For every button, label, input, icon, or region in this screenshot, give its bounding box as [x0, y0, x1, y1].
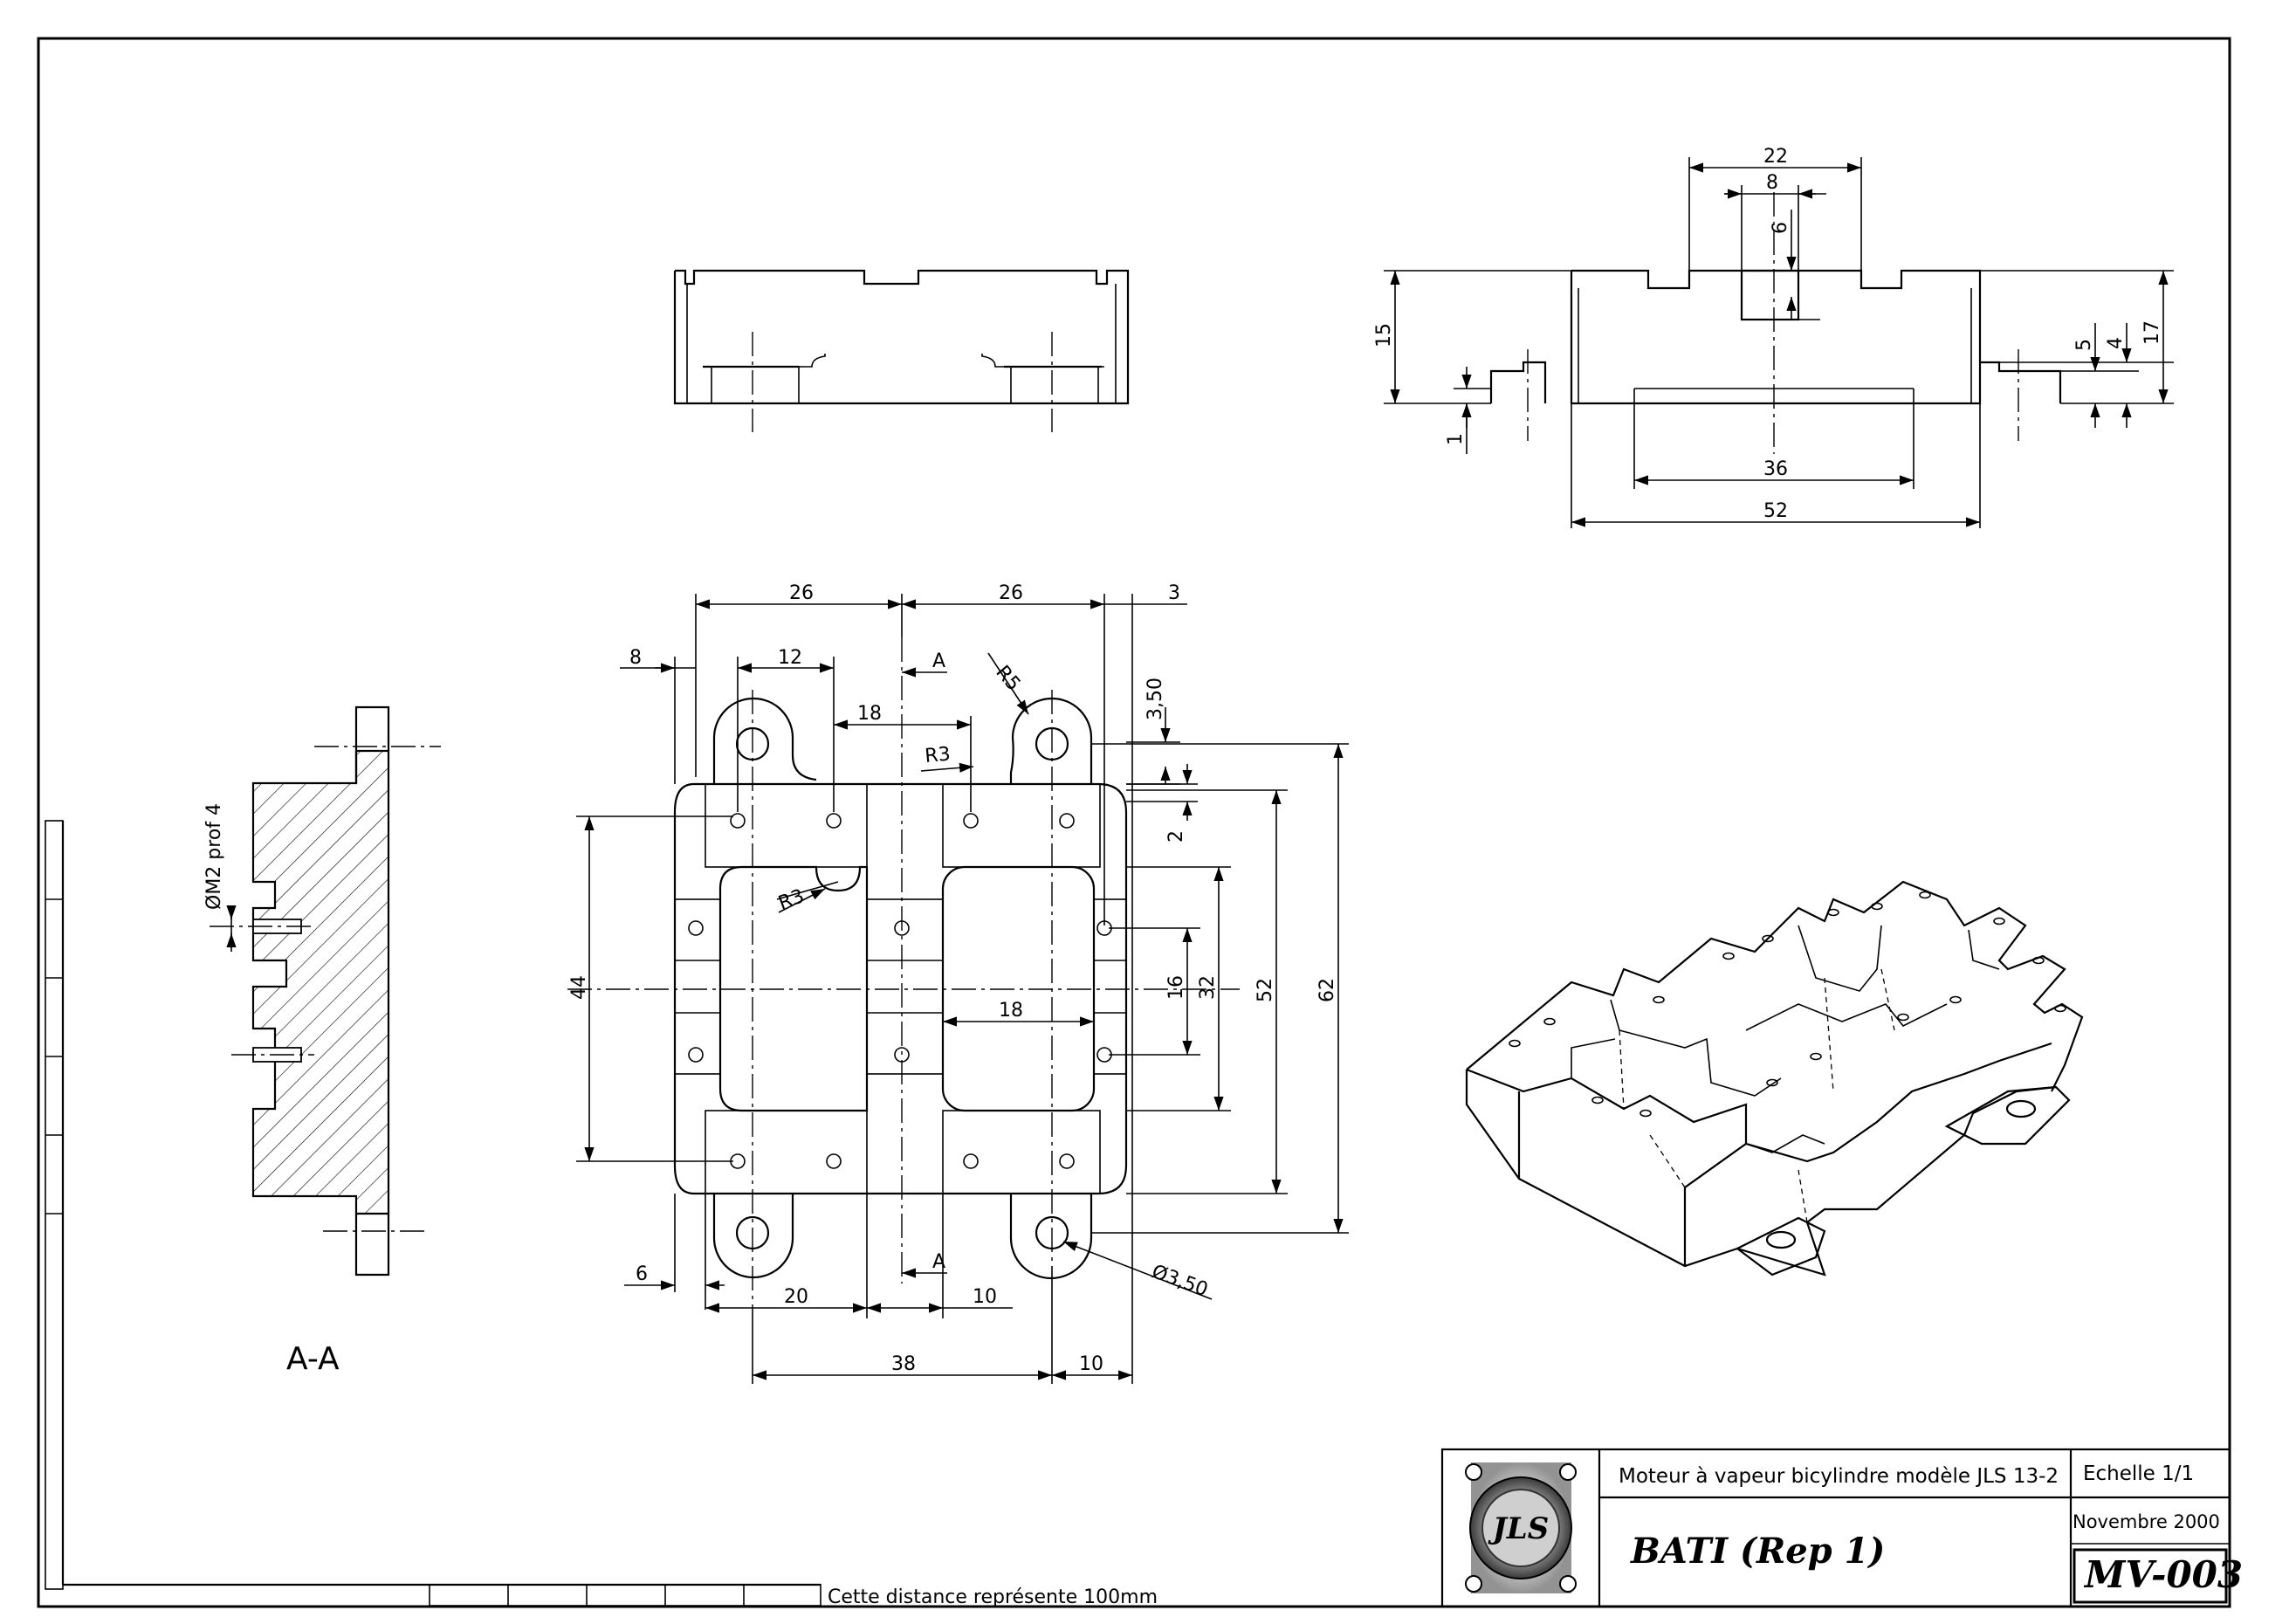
dim-36: 36 [1763, 458, 1788, 480]
dim-4: 4 [2105, 337, 2127, 349]
jls-logo-icon: JLS [1465, 1462, 1577, 1593]
dim-8: 8 [1766, 172, 1778, 194]
dim-16: 16 [1165, 975, 1187, 1000]
top-view-dimensions: 26 26 3 8 12 18 R5 R3 3,50 [568, 582, 1349, 1384]
dim-diameter-3-50: Ø3,50 [1149, 1261, 1211, 1301]
dim-3-50-vertical: 3,50 [1145, 678, 1166, 720]
logo-lettering: JLS [1488, 1511, 1550, 1546]
side-view-dimensions: 22 8 6 15 1 5 [1373, 146, 2174, 528]
sheet-frame [37, 37, 2231, 1608]
section-marker-top: A [932, 650, 945, 672]
dim-r5: R5 [991, 662, 1024, 696]
part-name: BATI (Rep 1) [1630, 1531, 1885, 1572]
dim-10-right: 10 [1079, 1353, 1103, 1375]
isometric-holes [1509, 891, 2066, 1118]
title-block: Moteur à vapeur bicylindre modèle JLS 13… [1440, 1448, 2243, 1608]
dim-44: 44 [568, 975, 590, 1000]
dim-38: 38 [891, 1353, 916, 1375]
section-label: A-A [286, 1341, 340, 1377]
dim-2: 2 [1165, 830, 1187, 843]
dim-r3-top: R3 [924, 744, 951, 767]
project-name: Moteur à vapeur bicylindre modèle JLS 13… [1619, 1465, 2059, 1488]
dim-17: 17 [2141, 320, 2163, 345]
dim-52-side: 52 [1763, 500, 1788, 522]
dim-12: 12 [778, 647, 802, 669]
dim-1: 1 [1445, 433, 1467, 445]
drawing-reference: MV-003 [2083, 1553, 2243, 1596]
date-label: Novembre 2000 [2073, 1511, 2220, 1532]
dim-5: 5 [2073, 339, 2095, 351]
dim-6-bottom: 6 [636, 1263, 648, 1285]
section-view-a-a: ØM2 prof 4 A-A [203, 705, 441, 1377]
dim-6-side: 6 [1770, 222, 1791, 234]
dim-18-middle: 18 [999, 1000, 1023, 1022]
dim-18-top: 18 [857, 703, 882, 725]
dim-62: 62 [1316, 978, 1338, 1002]
dim-52-top: 52 [1255, 978, 1276, 1002]
side-view: 22 8 6 15 1 5 [1373, 146, 2174, 528]
dim-26-right: 26 [999, 582, 1023, 604]
dim-3: 3 [1168, 582, 1180, 604]
section-marker-bottom: A [932, 1251, 945, 1273]
dim-r3-pocket: R3 [776, 885, 808, 915]
scale-note: Cette distance représente 100mm [828, 1586, 1158, 1608]
dim-10-bottom: 10 [973, 1286, 997, 1308]
dim-26-left: 26 [789, 582, 814, 604]
top-view: A A 26 26 3 8 12 18 [567, 582, 1349, 1384]
scale-bar: Cette distance représente 100mm [63, 1583, 1158, 1608]
front-view [673, 269, 1130, 432]
dim-15: 15 [1373, 323, 1395, 348]
dim-20: 20 [784, 1286, 808, 1308]
isometric-view [1465, 880, 2084, 1276]
thread-note: ØM2 prof 4 [203, 803, 225, 910]
tapped-holes [688, 813, 1112, 1169]
dim-8-top: 8 [629, 647, 642, 669]
scale-label: Echelle 1/1 [2083, 1462, 2194, 1485]
dim-32: 32 [1197, 975, 1219, 1000]
dim-22: 22 [1763, 146, 1788, 168]
